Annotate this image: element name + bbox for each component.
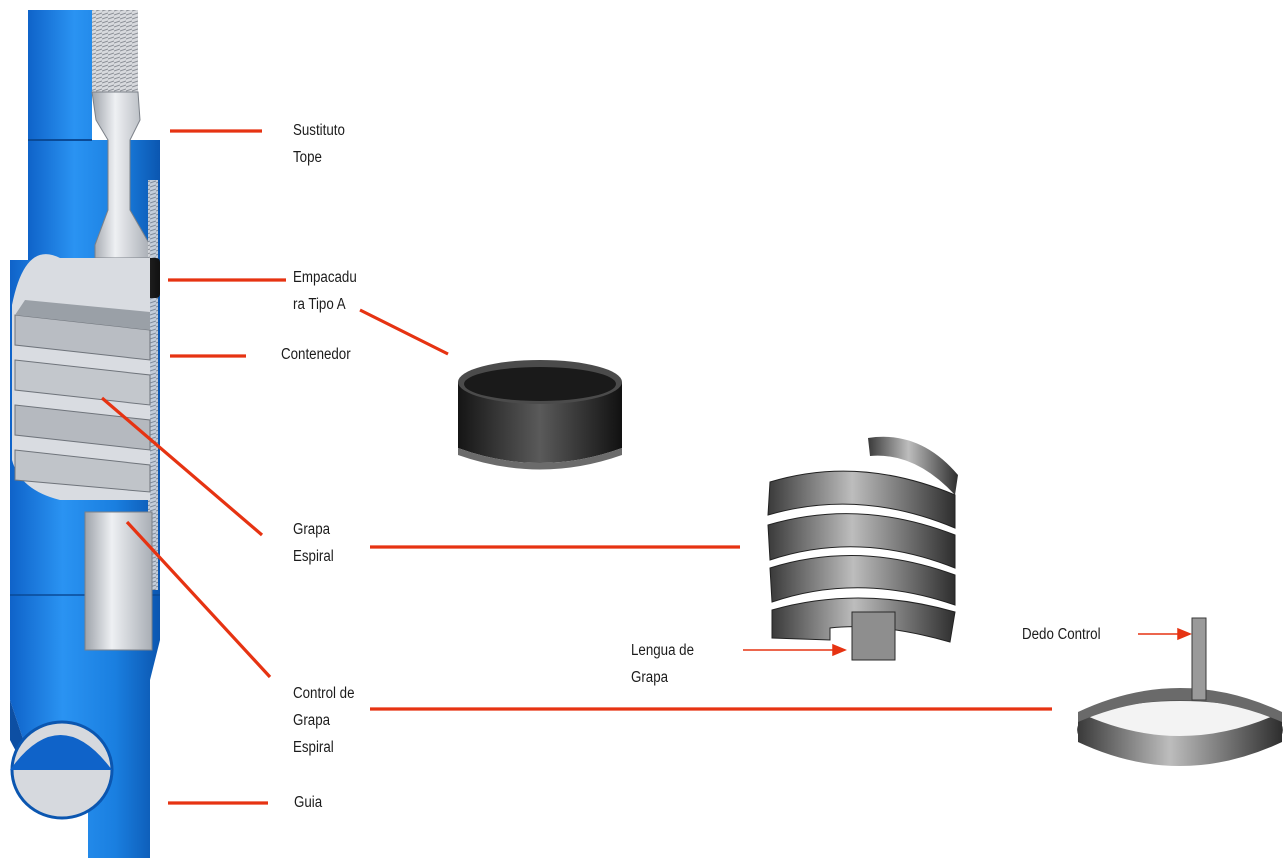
grapple-tongue [851,611,896,661]
overshot-cutaway [10,10,160,858]
label-empacadura: Empacadu ra Tipo A [293,269,357,313]
leader-lines [100,129,1052,805]
pointer-arrows [743,627,1192,657]
control-finger [1191,617,1207,701]
leader-control-cutaway [125,520,272,679]
packer-part [458,360,622,470]
label-control-grapa-espiral: Control de Grapa Espiral [293,685,355,756]
label-lengua-grapa: Lengua de Grapa [631,642,695,686]
label-dedo-control: Dedo Control [1022,626,1101,643]
arrow-lengua [832,643,847,657]
label-guia: Guia [294,794,323,811]
label-grapa-espiral: Grapa Espiral [293,521,334,565]
control-sleeve [84,511,153,651]
control-ring-part [1077,617,1283,766]
top-thread [92,10,138,92]
grapple-coils [14,300,151,493]
leader-empacadura-part [359,308,449,356]
arrow-dedo [1177,627,1192,641]
leader-grapa-cutaway [100,396,264,537]
label-contenedor: Contenedor [281,346,351,363]
label-sustituto-tope: Sustituto Tope [293,122,345,166]
spiral-grapple-part [767,436,958,661]
